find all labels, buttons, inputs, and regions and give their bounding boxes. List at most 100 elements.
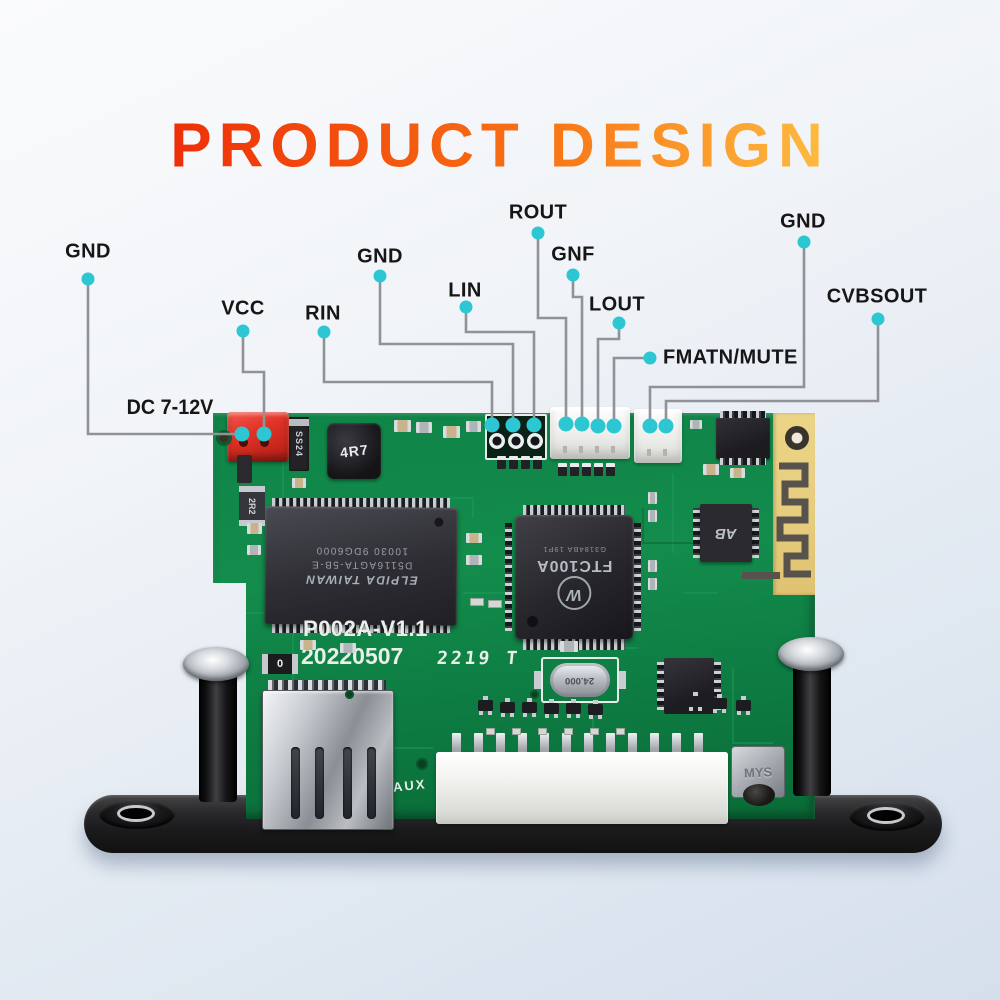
usb-vent-slot	[343, 747, 352, 819]
pin-label-cvbsout: CVBSOUT	[826, 285, 928, 308]
sop8-chip	[716, 411, 770, 465]
av-connector-2pin	[634, 409, 682, 463]
pin-label-fmatn-mute: FMATN/MUTE	[663, 346, 798, 369]
callout-dot-gnd-left	[81, 272, 95, 286]
smd-component	[560, 641, 578, 652]
callout-dot-fmatn-mute	[643, 351, 657, 365]
connector-pin	[584, 733, 593, 761]
dc-voltage-label: DC 7-12V	[126, 396, 214, 419]
smd-component	[466, 421, 481, 432]
sot23-transistor	[566, 699, 581, 718]
silkscreen-model: P002A-V1.1	[303, 616, 428, 641]
smd-component	[538, 728, 547, 735]
smd-component	[488, 600, 502, 608]
silkscreen-batch: 2219 T	[435, 648, 522, 669]
smd-component	[466, 533, 482, 543]
qfp-pins-right	[634, 523, 641, 631]
pin-mark	[595, 446, 599, 453]
main-decoder-chip: W FTC100A G3184BA 19P1	[515, 515, 633, 639]
antenna-meander-trace	[776, 462, 811, 578]
smd-component	[509, 456, 518, 469]
sot23-transistor	[588, 700, 603, 719]
connector-pin	[518, 733, 527, 761]
smd-component	[292, 478, 306, 488]
connector-pin	[562, 733, 571, 761]
memory-chip: ELPIDA TAIWAN D5116AGTA-5B-E 10030 9DG60…	[264, 506, 458, 626]
dc-pin-hole	[260, 438, 269, 447]
chip-pins	[720, 411, 766, 418]
chip-pins	[720, 458, 766, 465]
bt-audio-chip: AB	[693, 504, 759, 562]
smd-component	[340, 643, 356, 653]
sot23-transistor	[736, 696, 751, 715]
usb-vent-slot	[315, 747, 324, 819]
dc-power-connector	[227, 412, 289, 462]
smd-component	[606, 463, 615, 476]
smd-component	[582, 463, 591, 476]
pin-label-vcc: VCC	[221, 297, 265, 320]
pin1-dot	[527, 616, 538, 627]
pin-label-gnf: GNF	[551, 243, 595, 266]
sot23-transistor	[544, 699, 559, 718]
qfp-pins-left	[505, 523, 512, 631]
callout-dot-lin	[459, 300, 473, 314]
smd-component	[590, 728, 599, 735]
smd-component	[394, 420, 411, 432]
sot23-transistor	[688, 692, 703, 711]
smd-component	[237, 455, 252, 483]
callout-dot-lout	[612, 316, 626, 330]
pin-label-gnd-right: GND	[780, 210, 826, 233]
smd-component	[703, 464, 719, 475]
diode-ss24: SS24	[289, 417, 309, 471]
callout-line-gnd-left	[86, 279, 242, 436]
dc-pin-hole	[239, 438, 248, 447]
smd-component	[558, 463, 567, 476]
callout-line-cvbsout	[664, 319, 880, 426]
antenna-mount-hole	[785, 426, 809, 450]
left-screw	[183, 647, 249, 681]
connector-pin	[474, 733, 483, 761]
via-hole	[416, 758, 428, 770]
callout-line-gnd-right	[648, 242, 806, 426]
usb-port	[262, 690, 394, 830]
qfp-pins-top	[523, 505, 625, 516]
callout-line-lin	[464, 307, 536, 425]
pin-mark	[611, 446, 615, 453]
callout-dot-vcc	[236, 324, 250, 338]
callout-line-gnf	[571, 275, 584, 424]
zero-ohm-resistor: 0	[262, 654, 298, 674]
chip-pins	[752, 508, 759, 558]
left-standoff	[199, 664, 237, 802]
callout-dot-gnd-mid	[373, 269, 387, 283]
smd-component	[594, 463, 603, 476]
left-mount-hole	[99, 799, 175, 829]
power-inductor: 4R7	[327, 423, 381, 479]
speaker-connector-4pin	[550, 407, 630, 459]
smd-component	[564, 728, 573, 735]
connector-pin	[452, 733, 461, 761]
sot23-transistor	[500, 698, 515, 717]
connector-pin	[540, 733, 549, 761]
main-chip-code: G3184BA 19P1	[542, 544, 606, 554]
smd-component	[648, 510, 657, 522]
memory-pins-top	[272, 498, 450, 509]
usb-solder-pins	[268, 680, 386, 693]
smd-component	[416, 422, 432, 433]
callout-dot-rout	[531, 226, 545, 240]
connector-pin	[650, 733, 659, 761]
right-standoff	[793, 648, 831, 796]
smd-component	[247, 545, 261, 555]
callout-dot-gnf	[566, 268, 580, 282]
ir-module-marking: MYS	[743, 763, 773, 781]
callout-dot-gnd-right	[797, 235, 811, 249]
smd-component	[497, 456, 506, 469]
smd-component	[730, 468, 745, 478]
pin-mark	[663, 449, 667, 456]
smd-component	[486, 728, 495, 735]
crystal-marking: 24.000	[565, 674, 595, 686]
left-mount-hole-ring	[117, 805, 155, 822]
main-chip-name: FTC100A	[535, 556, 613, 574]
smd-component	[470, 598, 484, 606]
chip-logo: W	[557, 575, 591, 610]
